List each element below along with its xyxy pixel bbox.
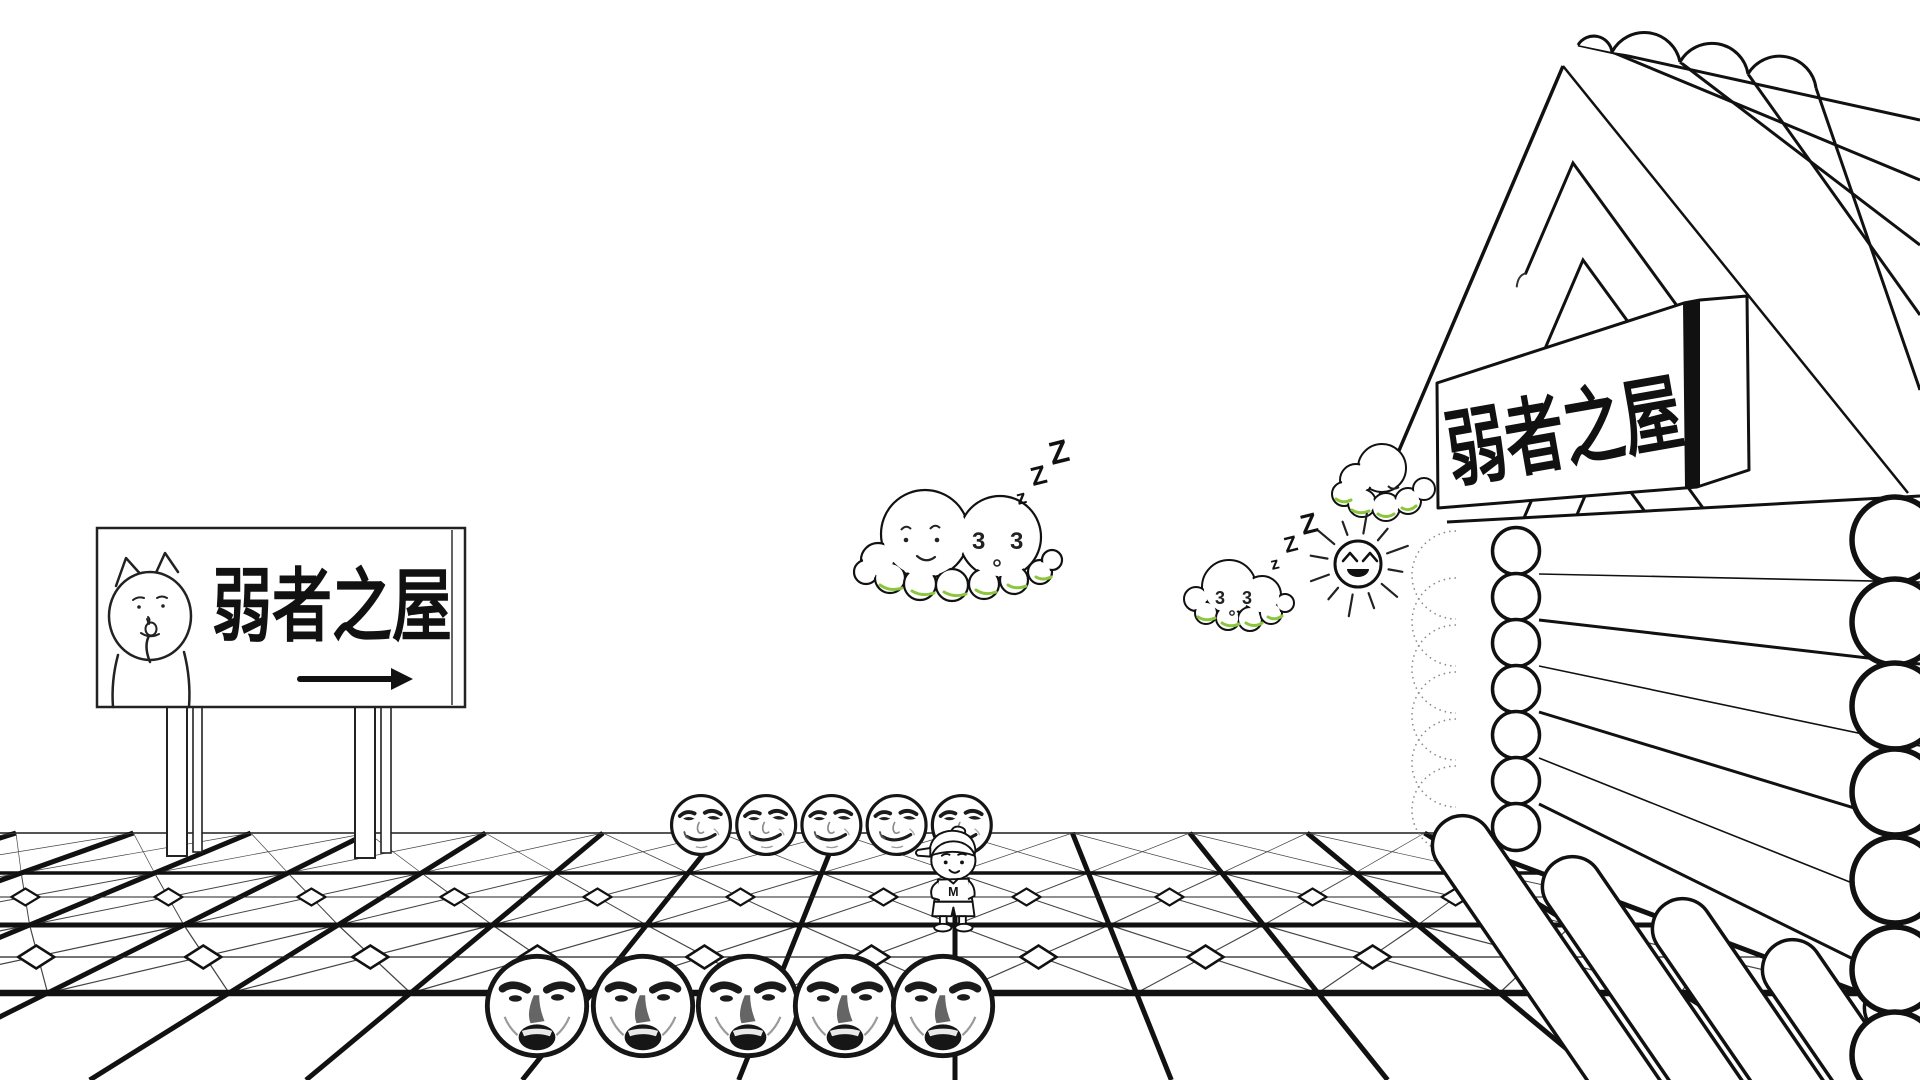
- npc-row-bottom[interactable]: [487, 956, 992, 1055]
- log-end: [1849, 834, 1920, 926]
- direction-sign-text: 弱者之屋: [212, 562, 452, 651]
- floor-tile-diamond: [438, 887, 471, 907]
- cap-brim: [914, 847, 932, 858]
- sleeping-cloud-icon: [1183, 559, 1295, 632]
- house-sign-edge-bar: [1683, 300, 1700, 488]
- floor-tile-diamond: [15, 943, 57, 971]
- meme-face-npc[interactable]: [865, 793, 928, 857]
- log-end: [1849, 924, 1920, 1016]
- cloud-sleep-eyes: 3 3: [972, 528, 1032, 555]
- floor-tile-diamond: [1185, 943, 1226, 971]
- meme-face-npc[interactable]: [800, 793, 863, 857]
- meme-face-npc[interactable]: [487, 956, 586, 1055]
- cloud-behind-house-sign-icon: [1331, 443, 1436, 522]
- house-sign: 弱者之屋: [1435, 294, 1751, 510]
- log-end: [1849, 576, 1920, 668]
- meme-face-npc[interactable]: [734, 793, 798, 857]
- log-end: [1849, 494, 1920, 586]
- direction-sign[interactable]: 弱者之屋: [95, 526, 467, 859]
- floor-tile-diamond: [724, 887, 757, 907]
- cat-meme-character: [107, 551, 193, 709]
- floor-tile-diamond: [349, 943, 391, 971]
- meme-face-npc[interactable]: [698, 956, 797, 1055]
- floor-tile-diamond: [867, 887, 900, 907]
- meme-face-npc[interactable]: [893, 956, 992, 1055]
- sign-posts: [166, 699, 392, 859]
- floor-tile-diamond: [182, 943, 224, 971]
- player-character[interactable]: M: [914, 825, 977, 933]
- log-end: [1849, 746, 1920, 838]
- shirt-letter: M: [948, 885, 958, 899]
- floor-tile-diamond: [684, 943, 725, 971]
- cloud-sleep-eyes: 3 3: [1215, 588, 1258, 608]
- svg-text:Z: Z: [1027, 459, 1050, 492]
- floor-tile-diamond: [1296, 887, 1329, 907]
- cloud-mouth: [1229, 610, 1235, 616]
- log-end: [1849, 1009, 1920, 1080]
- floor-tile-diamond: [9, 887, 42, 907]
- sleeping-cloud-pair-icon: [852, 488, 1064, 603]
- head: [930, 840, 977, 881]
- floor-tile-diamond: [1153, 887, 1186, 907]
- base-log: [1650, 896, 1825, 1080]
- meme-face-npc[interactable]: [669, 793, 733, 857]
- log-cabin[interactable]: [1411, 494, 1920, 1080]
- floor-tile-diamond: [1352, 943, 1394, 971]
- meme-face-npc[interactable]: [593, 956, 692, 1055]
- base-log: [1430, 813, 1662, 1080]
- arrow-right-icon: [297, 668, 413, 690]
- shorts: [931, 900, 976, 918]
- sky: 3 3 3 3 zZZ zZZ: [852, 432, 1409, 632]
- floor-tile-diamond: [295, 887, 328, 907]
- log-end: [1849, 660, 1920, 752]
- floor-tile-diamond: [152, 887, 185, 907]
- svg-text:Z: Z: [1281, 530, 1300, 558]
- meme-face-npc[interactable]: [795, 956, 894, 1055]
- smiling-sun-icon: [1309, 512, 1409, 618]
- cloud-mouth: [993, 559, 1001, 567]
- floor-tile-diamond: [1010, 887, 1043, 907]
- base-log: [1540, 854, 1744, 1080]
- floor-tile-diamond: [1018, 943, 1059, 971]
- floor-tile-diamond: [581, 887, 614, 907]
